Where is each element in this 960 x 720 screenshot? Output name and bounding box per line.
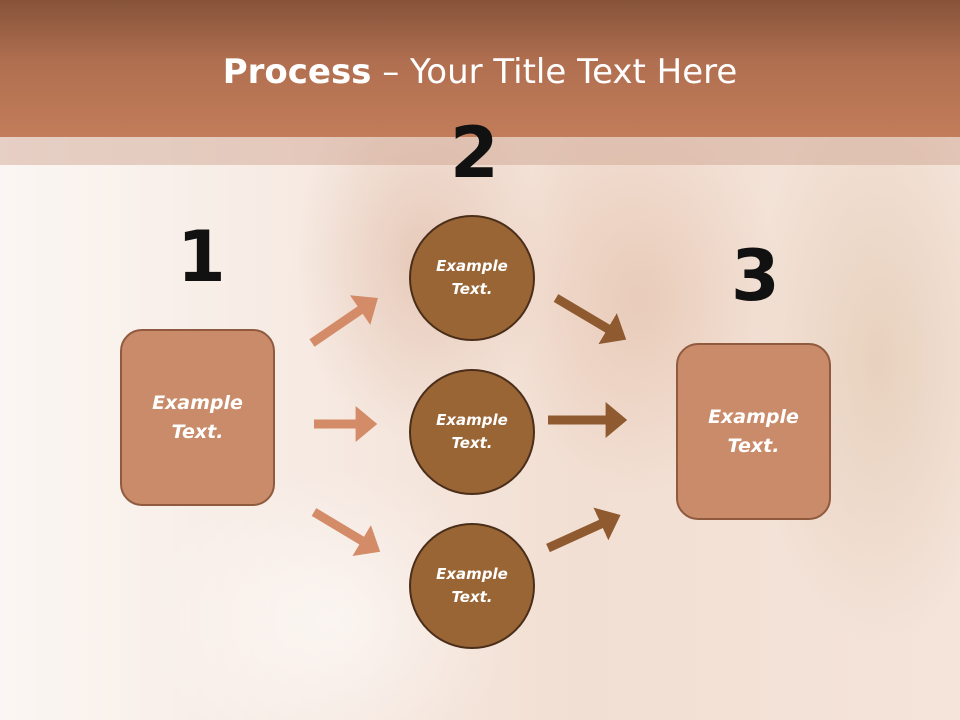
circle-bottom: Example Text. — [409, 523, 535, 649]
title-bar — [0, 0, 960, 137]
step-number-2: 2 — [450, 112, 499, 194]
title-strip — [0, 137, 960, 165]
title-rest: – Your Title Text Here — [371, 52, 738, 92]
step-box-1-label: Example Text. — [152, 391, 243, 443]
circle-bottom-label: Example Text. — [436, 565, 508, 606]
circle-top: Example Text. — [409, 215, 535, 341]
arrow-bottom-to-3 — [546, 507, 621, 553]
step-box-3-label: Example Text. — [708, 405, 799, 457]
step-box-1: Example Text. — [120, 329, 275, 506]
title-bold: Process — [222, 52, 372, 92]
arrow-top-to-3 — [553, 294, 627, 345]
circle-top-label: Example Text. — [436, 257, 508, 298]
circle-middle: Example Text. — [409, 369, 535, 495]
arrow-1-to-top — [309, 295, 378, 347]
circle-middle-label: Example Text. — [436, 411, 508, 452]
step-box-3: Example Text. — [676, 343, 831, 520]
arrow-1-to-bottom — [311, 508, 381, 557]
step-number-3: 3 — [731, 235, 780, 317]
slide-title: Process – Your Title Text Here — [0, 52, 960, 92]
step-number-1: 1 — [177, 216, 226, 298]
